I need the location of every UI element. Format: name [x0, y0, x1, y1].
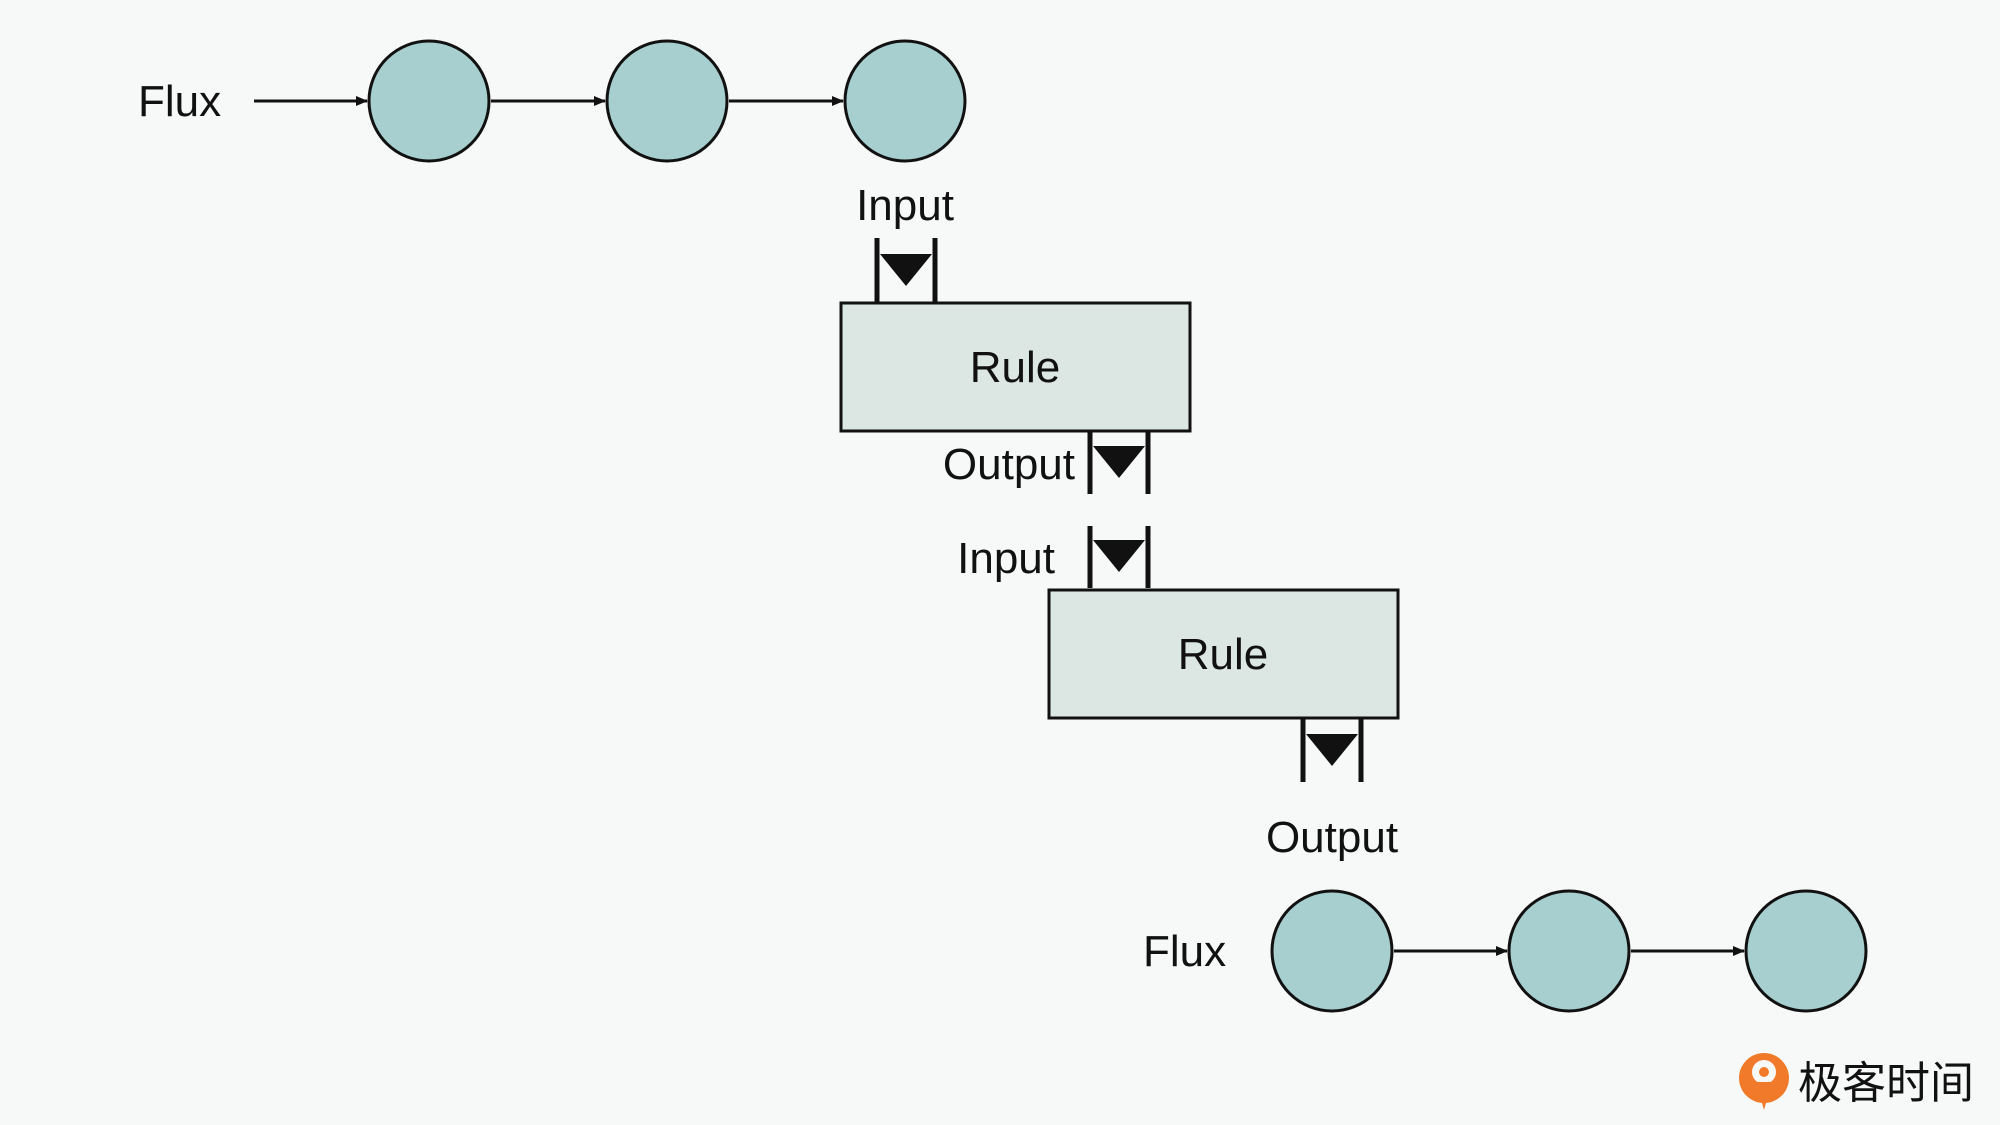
bottom-flux-node: [1507, 889, 1631, 1013]
top-flux: Flux: [138, 39, 967, 163]
watermark: 极客时间: [1739, 1053, 1974, 1110]
stage-1-input-label: Input: [856, 181, 954, 230]
down-triangle-icon: [880, 254, 932, 286]
rule-2-label: Rule: [1178, 630, 1269, 679]
rule-stage-1: Input Rule Output: [839, 181, 1192, 494]
top-flux-label: Flux: [138, 77, 221, 126]
bottom-flux-node: [1270, 889, 1394, 1013]
stage-2-input-port: [1087, 526, 1151, 588]
down-triangle-icon: [1093, 540, 1145, 572]
stage-2-input-label: Input: [957, 534, 1055, 583]
rule-stage-2: Input Rule Output: [957, 526, 1400, 862]
stage-2-output-port: [1300, 719, 1364, 782]
geektime-logo-icon: [1739, 1053, 1789, 1110]
stage-1-input-port: [874, 238, 938, 302]
down-triangle-icon: [1093, 446, 1145, 478]
rule-1-label: Rule: [970, 343, 1061, 392]
top-flux-node: [843, 39, 967, 163]
top-flux-node: [367, 39, 491, 163]
stage-1-output-port: [1087, 432, 1151, 494]
stage-1-output-label: Output: [943, 440, 1075, 489]
rule-box-1: [839, 301, 1192, 433]
bottom-flux-label: Flux: [1143, 927, 1226, 976]
rule-box-2: [1047, 588, 1400, 720]
bottom-flux: Flux: [1143, 889, 1868, 1013]
watermark-text: 极客时间: [1798, 1058, 1974, 1109]
top-flux-node: [605, 39, 729, 163]
down-triangle-icon: [1306, 734, 1358, 766]
bottom-flux-node: [1744, 889, 1868, 1013]
stage-2-output-label: Output: [1266, 813, 1398, 862]
